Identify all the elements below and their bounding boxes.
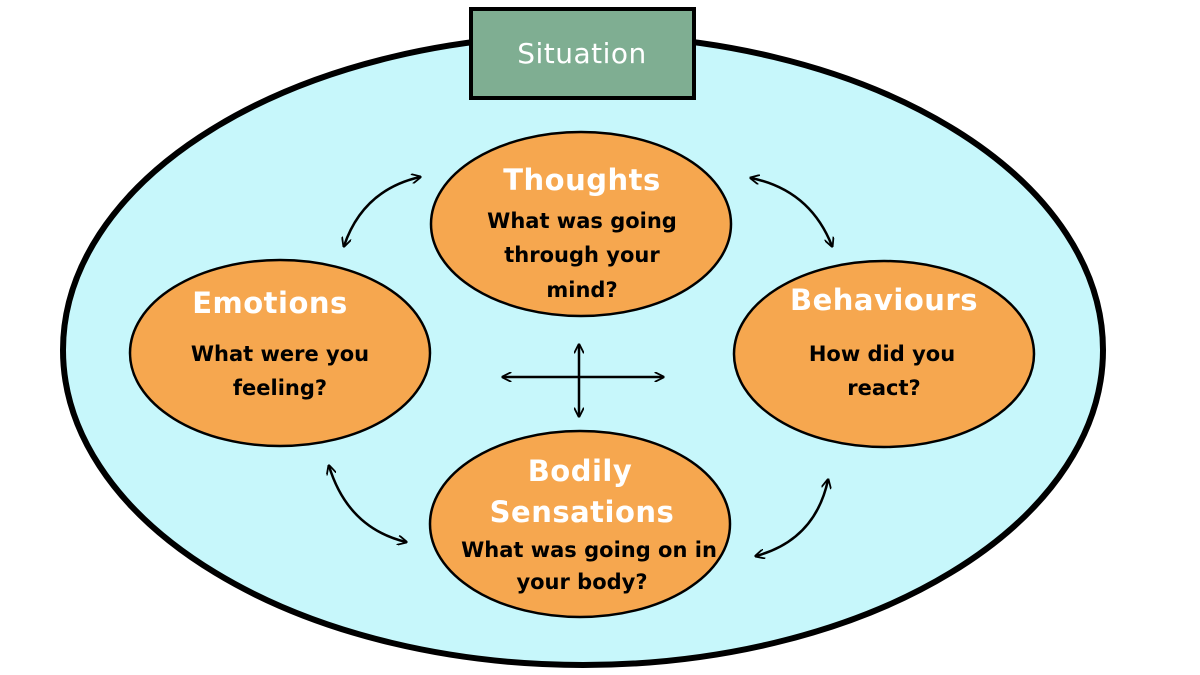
- situation-box: Situation: [469, 7, 696, 100]
- arrow-thoughts-behaviours: [751, 178, 832, 246]
- thoughts-node: Thoughts What was going through your min…: [429, 130, 733, 318]
- emotions-title: Emotions: [192, 286, 348, 320]
- bodily-title-line-1: Bodily: [528, 454, 633, 488]
- bodily-prompt-line-2: your body?: [516, 570, 647, 594]
- thoughts-title: Thoughts: [503, 163, 661, 197]
- situation-label: Situation: [517, 37, 647, 70]
- emotions-prompt-line-2: feeling?: [233, 376, 327, 400]
- arrow-behaviours-bodily: [756, 480, 828, 556]
- behaviours-node: Behaviours How did you react?: [732, 259, 1036, 449]
- bodily-prompt-line-1: What was going on in: [461, 538, 717, 562]
- behaviours-prompt-line-1: How did you: [809, 342, 955, 366]
- thoughts-prompt-line-1: What was going: [487, 209, 677, 233]
- emotions-prompt-line-1: What were you: [191, 342, 369, 366]
- bodily-title-line-2: Sensations: [490, 495, 675, 529]
- emotions-node: Emotions What were you feeling?: [128, 258, 432, 448]
- thoughts-prompt-line-2: through your: [504, 243, 660, 267]
- behaviours-title: Behaviours: [790, 283, 978, 317]
- behaviours-prompt-line-2: react?: [847, 376, 920, 400]
- arrow-emotions-bodily: [329, 466, 406, 542]
- thoughts-prompt-line-3: mind?: [546, 278, 617, 302]
- arrow-emotions-thoughts: [344, 177, 420, 246]
- bodily-sensations-node: Bodily Sensations What was going on in y…: [428, 429, 732, 619]
